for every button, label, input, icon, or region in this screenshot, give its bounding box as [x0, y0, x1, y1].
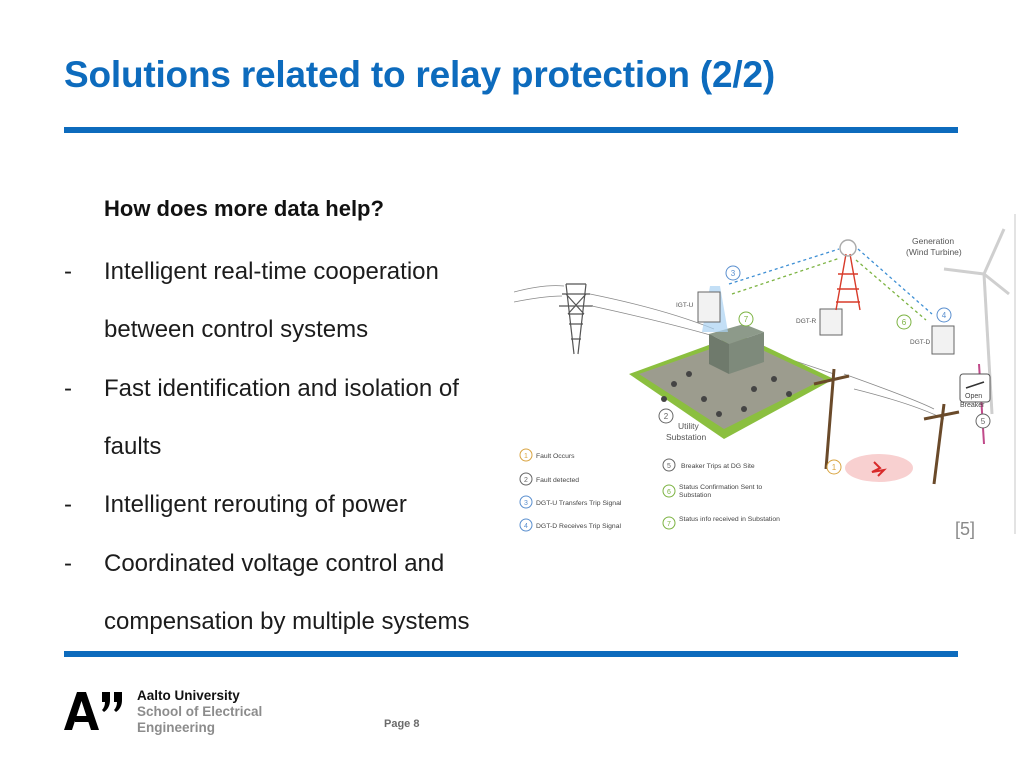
svg-text:Fault detected: Fault detected — [536, 477, 579, 484]
bullet-marker: - — [64, 375, 72, 402]
label-dgt-d: DGT-D — [910, 339, 931, 346]
fault-spark-icon — [871, 461, 887, 477]
open-breaker-icon — [959, 373, 991, 403]
substation-yard — [639, 339, 824, 429]
dgt-d-device-icon — [931, 325, 955, 355]
bullet-1-line-1: Intelligent real-time cooperation — [104, 258, 439, 285]
legend-item-1: 1 Fault Occurs — [519, 448, 575, 462]
university-title: Aalto University — [137, 688, 240, 703]
utility-pole-icon — [813, 368, 960, 485]
marker-3: 3 — [731, 269, 736, 278]
legend-item-7: 7 Status info received in Substation — [662, 516, 780, 530]
substation-building-icon — [709, 324, 764, 374]
dgt-u-device-icon — [697, 291, 721, 323]
bullet-marker: - — [64, 550, 72, 577]
legend-item-5: 5 Breaker Trips at DG Site — [662, 458, 755, 472]
marker-1: 1 — [832, 463, 837, 472]
svg-text:Breaker Trips at DG Site: Breaker Trips at DG Site — [681, 463, 755, 470]
svg-text:DGT-D Receives Trip Signal: DGT-D Receives Trip Signal — [536, 523, 621, 530]
svg-text:Fault Occurs: Fault Occurs — [536, 453, 575, 460]
bullet-4-line-2: compensation by multiple systems — [104, 608, 470, 635]
bullet-1-line-2: between control systems — [104, 316, 369, 343]
svg-text:DGT-U Transfers Trip Signal: DGT-U Transfers Trip Signal — [536, 500, 622, 507]
label-substation: Substation — [666, 432, 706, 442]
breaker-switch-icon — [965, 381, 985, 389]
legend-item-2: 2 Fault detected — [519, 472, 579, 486]
bullet-3-line-1: Intelligent rerouting of power — [104, 491, 407, 518]
svg-text:1: 1 — [524, 453, 528, 460]
svg-text:3: 3 — [524, 500, 528, 507]
svg-text:2: 2 — [524, 477, 528, 484]
marker-7: 7 — [744, 315, 749, 324]
svg-text:5: 5 — [667, 463, 671, 470]
citation: [5] — [955, 519, 976, 539]
marker-4: 4 — [942, 311, 947, 320]
university-name: Aalto University School of Electrical En… — [137, 688, 262, 736]
label-dgt-u: IGT-U — [676, 302, 694, 309]
substation-equipment — [661, 371, 792, 417]
bullet-marker: - — [64, 491, 72, 518]
label-wind-turbine: (Wind Turbine) — [906, 247, 962, 257]
diagram-legend: 1 Fault Occurs 2 Fault detected 3 DGT-U Tra… — [519, 448, 780, 532]
footer-divider — [64, 651, 958, 657]
label-generation: Generation — [912, 236, 954, 246]
legend-item-3: 3 DGT-U Transfers Trip Signal — [519, 495, 622, 509]
marker-6: 6 — [902, 318, 907, 327]
title-divider — [64, 127, 958, 133]
bullet-4-line-1: Coordinated voltage control and — [104, 550, 445, 577]
slide-title: Solutions related to relay protection (2… — [64, 54, 775, 95]
svg-text:7: 7 — [667, 521, 671, 528]
svg-text:6: 6 — [667, 489, 671, 496]
image-edge-divider — [1014, 214, 1016, 534]
cell-tower-icon — [835, 239, 861, 311]
wind-turbine-icon — [943, 228, 1010, 415]
diagram-step-markers: 3 7 6 4 2 5 1 — [658, 265, 991, 475]
svg-text:4: 4 — [524, 523, 528, 530]
bullet-marker: - — [64, 258, 72, 285]
bullet-2-line-1: Fast identification and isolation of — [104, 375, 459, 402]
legend-item-4: 4 DGT-D Receives Trip Signal — [519, 518, 621, 532]
label-utility: Utility — [678, 421, 700, 431]
school-line-2: Engineering — [137, 720, 216, 735]
label-open: Open — [965, 393, 982, 400]
marker-5: 5 — [981, 417, 986, 426]
bullet-2-line-2: faults — [104, 433, 162, 460]
marker-2: 2 — [664, 412, 669, 421]
label-breaker: Breaker — [960, 402, 985, 409]
question-heading: How does more data help? — [104, 196, 384, 221]
school-line-1: School of Electrical — [137, 704, 263, 719]
dgt-r-device-icon — [819, 308, 843, 336]
label-dgt-r: DGT-R — [796, 318, 817, 325]
relay-protection-illustration: Generation (Wind Turbine) IGT-U DGT-R DG… — [514, 228, 1010, 532]
legend-item-6: 6 Status Confirmation Sent to Substation — [662, 484, 762, 499]
page-number: Page 8 — [384, 718, 420, 730]
transmission-tower-icon — [559, 283, 593, 355]
aalto-logo-icon — [64, 692, 122, 730]
trip-signal-arrows — [728, 248, 933, 321]
